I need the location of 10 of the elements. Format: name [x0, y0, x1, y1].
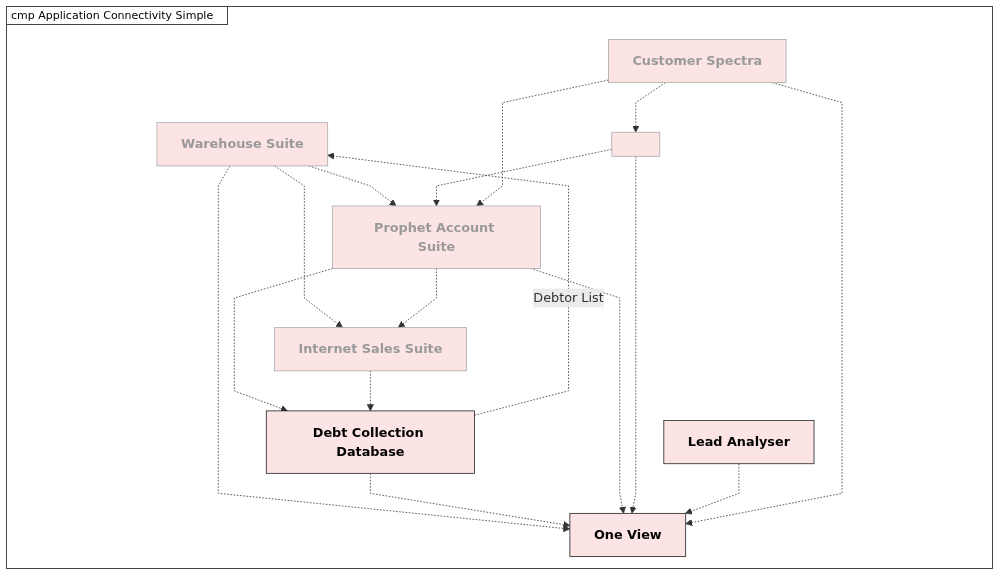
node-box: Debt Collection Database: [265, 410, 475, 474]
node-box: Warehouse Suite: [156, 122, 329, 167]
frame-title: cmp Application Connectivity Simple: [7, 7, 229, 25]
node-box: One View: [569, 512, 687, 557]
node-box: [611, 131, 661, 157]
node-box: Internet Sales Suite: [273, 327, 467, 372]
node-box: Lead Analyser: [663, 420, 815, 465]
edge-label: Debtor List: [533, 289, 604, 306]
node-box: Customer Spectra: [608, 39, 787, 84]
node-box: Prophet Account Suite: [331, 205, 541, 269]
